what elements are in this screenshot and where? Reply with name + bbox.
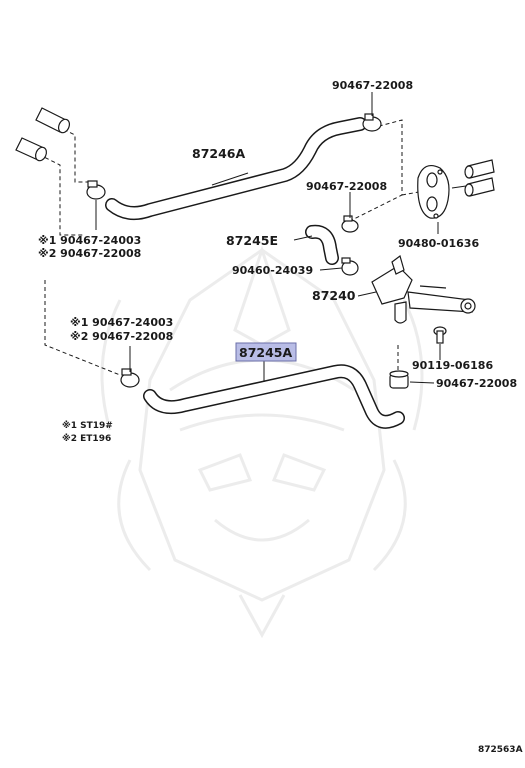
label-clamp-left-lower-1[interactable]: ※1 90467-24003 bbox=[70, 316, 173, 329]
water-valve bbox=[371, 254, 476, 324]
label-valve[interactable]: 87240 bbox=[312, 288, 356, 303]
label-gasket[interactable]: 90480-01636 bbox=[398, 237, 479, 250]
clamp-top-right bbox=[362, 113, 382, 132]
label-bolt[interactable]: 90119-06186 bbox=[412, 359, 493, 372]
figure-id: 872563A bbox=[478, 745, 523, 755]
hose-87245a bbox=[143, 364, 405, 429]
label-hose-87246a[interactable]: 87246A bbox=[192, 146, 245, 161]
clamp-left-upper bbox=[86, 180, 106, 200]
hose-87245e bbox=[305, 224, 339, 265]
label-clamp-bottom-right[interactable]: 90467-22008 bbox=[436, 377, 517, 390]
gasket-plate bbox=[417, 165, 450, 219]
note-2: ※2 ET196 bbox=[62, 433, 111, 444]
label-clamp-left-upper-1[interactable]: ※1 90467-24003 bbox=[38, 234, 141, 247]
clamp-bottom-right bbox=[389, 370, 409, 389]
label-hose-87245e[interactable]: 87245E bbox=[226, 233, 278, 248]
highlight-box bbox=[235, 342, 297, 362]
clamp-mid-right bbox=[341, 215, 359, 233]
pipe-stubs-right bbox=[451, 159, 495, 197]
label-clamp-top-right[interactable]: 90467-22008 bbox=[332, 79, 413, 92]
leader-lines bbox=[95, 92, 441, 384]
label-clamp-mid-right[interactable]: 90467-22008 bbox=[306, 180, 387, 193]
hose-87246a bbox=[105, 117, 367, 221]
pipe-stubs-left bbox=[15, 107, 71, 162]
bolt bbox=[433, 326, 447, 344]
clamp-left-lower bbox=[120, 368, 140, 388]
clamp-mid-small bbox=[341, 257, 359, 276]
note-1: ※1 ST19# bbox=[62, 420, 113, 431]
label-clamp-left-upper-2[interactable]: ※2 90467-22008 bbox=[38, 247, 141, 260]
watermark-emblem bbox=[100, 245, 424, 639]
label-clamp-left-lower-2[interactable]: ※2 90467-22008 bbox=[70, 330, 173, 343]
label-clamp-mid-small[interactable]: 90460-24039 bbox=[232, 264, 313, 277]
label-hose-87245a[interactable]: 87245A bbox=[239, 345, 292, 360]
